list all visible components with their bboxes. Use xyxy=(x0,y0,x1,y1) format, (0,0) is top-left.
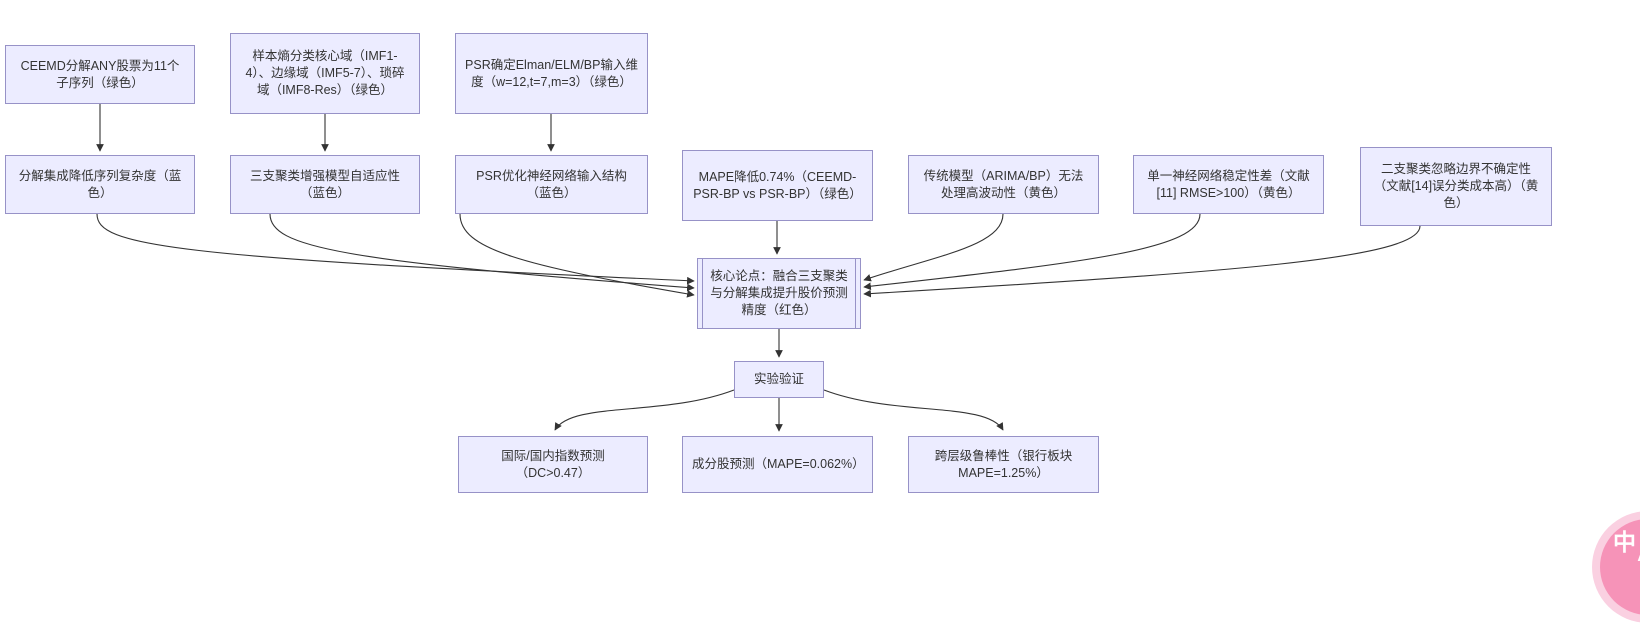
node-constituent-prediction: 成分股预测（MAPE=0.062%） xyxy=(682,436,873,493)
node-mape-improvement: MAPE降低0.74%（CEEMD-PSR-BP vs PSR-BP）（绿色） xyxy=(682,150,873,221)
edge-experiment-to-index xyxy=(554,389,735,431)
edge-threeway-to-core xyxy=(269,213,695,292)
flowchart-canvas: { "colors": { "node_fill": "#ECECFF", "n… xyxy=(5,33,1640,623)
translate-icon-en-glyph: A xyxy=(1637,536,1640,569)
translate-icon-zh-glyph: 中 xyxy=(1613,529,1636,555)
node-experiment-validation: 实验验证 xyxy=(734,361,824,398)
node-traditional-limitation: 传统模型（ARIMA/BP）无法处理高波动性（黄色） xyxy=(908,155,1099,214)
edge-experiment-to-robustness xyxy=(823,389,1004,431)
node-three-way-clustering: 三支聚类增强模型自适应性（蓝色） xyxy=(230,155,420,214)
node-sample-entropy: 样本熵分类核心域（IMF1-4）、边缘域（IMF5-7）、琐碎域（IMF8-Re… xyxy=(230,33,420,114)
edges-layer xyxy=(96,104,1421,432)
node-robustness: 跨层级鲁棒性（银行板块MAPE=1.25%） xyxy=(908,436,1099,493)
node-psr-dimension: PSR确定Elman/ELM/BP输入维度（w=12,t=7,m=3）（绿色） xyxy=(455,33,648,114)
translate-icon: 中 A xyxy=(1600,519,1640,615)
node-index-prediction: 国际/国内指数预测（DC>0.47） xyxy=(458,436,648,493)
edge-decomposition-to-core xyxy=(96,213,695,285)
node-decomposition-benefit: 分解集成降低序列复杂度（蓝色） xyxy=(5,155,195,214)
edge-twoway-to-core xyxy=(863,225,1421,298)
node-psr-optimization: PSR优化神经网络输入结构（蓝色） xyxy=(455,155,648,214)
node-single-nn-limitation: 单一神经网络稳定性差（文献[11] RMSE>100）（黄色） xyxy=(1133,155,1324,214)
edge-singlenn-to-core xyxy=(863,213,1201,291)
edge-psropt-to-core xyxy=(459,213,695,298)
node-two-way-limitation: 二支聚类忽略边界不确定性（文献[14]误分类成本高）（黄色） xyxy=(1360,147,1552,226)
edge-traditional-to-core xyxy=(863,213,1004,282)
node-ceemd: CEEMD分解ANY股票为11个子序列（绿色） xyxy=(5,45,195,104)
node-core-thesis: 核心论点：融合三支聚类与分解集成提升股价预测精度（红色） xyxy=(697,258,861,329)
